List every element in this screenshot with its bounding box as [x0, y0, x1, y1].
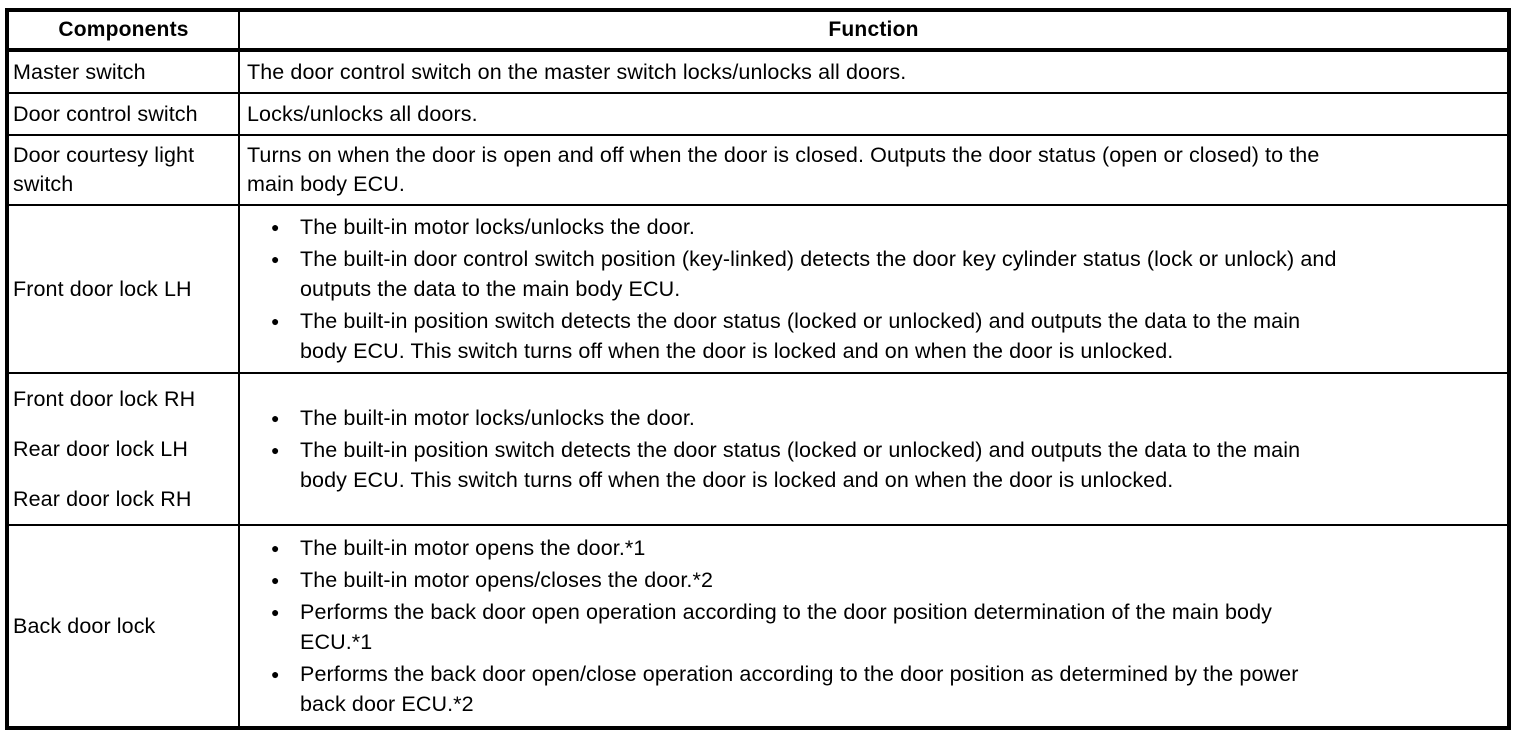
table-row-door-courtesy-light-switch: Door courtesy light switch Turns on when…	[6, 134, 1510, 206]
bullet-icon: ●	[271, 604, 280, 620]
component-cell: Master switch	[6, 49, 240, 94]
function-text-line: main body ECU.	[247, 172, 405, 196]
function-text-line: The built-in position switch detects the…	[300, 438, 1301, 462]
component-cell: Door courtesy light switch	[6, 134, 240, 206]
component-label: switch	[13, 172, 74, 196]
function-text-line: ECU.*1	[300, 630, 373, 654]
list-item: ● Performs the back door open operation …	[247, 597, 1499, 657]
list-item: ● The built-in motor locks/unlocks the d…	[247, 212, 1499, 242]
table-row-master-switch: Master switch The door control switch on…	[6, 49, 1510, 94]
component-label: Door courtesy light	[13, 143, 195, 167]
function-text-line: The built-in door control switch positio…	[300, 247, 1337, 271]
bullet-icon: ●	[271, 442, 280, 458]
component-label-stack: Front door lock RH Rear door lock LH Rea…	[13, 375, 234, 523]
function-text-line: back door ECU.*2	[300, 692, 474, 716]
list-item: ● The built-in door control switch posit…	[247, 244, 1499, 304]
table-row-back-door-lock: Back door lock ● The built-in motor open…	[6, 524, 1510, 729]
component-label: Door control switch	[13, 101, 198, 126]
list-item: ● Performs the back door open/close oper…	[247, 659, 1499, 719]
list-item: ● The built-in position switch detects t…	[247, 435, 1499, 495]
bullet-icon: ●	[271, 219, 280, 235]
list-item: ● The built-in motor opens the door.*1	[247, 533, 1499, 563]
function-text-line: The built-in motor opens the door.*1	[300, 536, 646, 560]
function-text-line: The built-in motor opens/closes the door…	[300, 568, 714, 592]
bullet-icon: ●	[271, 251, 280, 267]
component-label: Front door lock RH	[13, 387, 196, 411]
table-row-front-door-lock-lh: Front door lock LH ● The built-in motor …	[6, 204, 1510, 374]
list-item: ● The built-in motor locks/unlocks the d…	[247, 403, 1499, 433]
function-text-line: The built-in position switch detects the…	[300, 309, 1301, 333]
function-text-line: The door control switch on the master sw…	[247, 59, 907, 84]
function-cell: ● The built-in motor opens the door.*1 ●…	[238, 524, 1510, 729]
function-cell: The door control switch on the master sw…	[238, 49, 1510, 94]
function-text-line: outputs the data to the main body ECU.	[300, 277, 681, 301]
component-label: Rear door lock LH	[13, 437, 188, 461]
function-cell: Turns on when the door is open and off w…	[238, 134, 1510, 206]
function-text-line: body ECU. This switch turns off when the…	[300, 468, 1174, 492]
component-cell: Front door lock LH	[6, 204, 240, 374]
table-row-front-rh-rear-lh-rear-rh: Front door lock RH Rear door lock LH Rea…	[6, 372, 1510, 526]
function-text-line: Locks/unlocks all doors.	[247, 101, 478, 126]
component-label: Back door lock	[13, 613, 156, 638]
bullet-icon: ●	[271, 666, 280, 682]
list-item: ● The built-in position switch detects t…	[247, 306, 1499, 366]
components-header: Components	[6, 9, 240, 52]
bullet-icon: ●	[271, 540, 280, 556]
components-function-table: Components Function Master switch The do…	[5, 8, 1511, 730]
function-bullet-list: ● The built-in motor locks/unlocks the d…	[247, 403, 1499, 495]
function-cell: ● The built-in motor locks/unlocks the d…	[238, 372, 1510, 526]
bullet-icon: ●	[271, 572, 280, 588]
function-text-line: Turns on when the door is open and off w…	[247, 143, 1320, 167]
component-cell: Back door lock	[6, 524, 240, 729]
bullet-icon: ●	[271, 313, 280, 329]
function-header: Function	[238, 9, 1510, 52]
function-bullet-list: ● The built-in motor locks/unlocks the d…	[247, 212, 1499, 366]
function-cell: ● The built-in motor locks/unlocks the d…	[238, 204, 1510, 374]
table-row-door-control-switch: Door control switch Locks/unlocks all do…	[6, 92, 1510, 136]
function-text-line: body ECU. This switch turns off when the…	[300, 339, 1174, 363]
function-text-line: The built-in motor locks/unlocks the doo…	[300, 406, 695, 430]
header-row: Components Function	[6, 9, 1510, 52]
function-cell: Locks/unlocks all doors.	[238, 92, 1510, 136]
list-item: ● The built-in motor opens/closes the do…	[247, 565, 1499, 595]
component-label: Front door lock LH	[13, 276, 192, 301]
function-text-line: Performs the back door open/close operat…	[300, 662, 1299, 686]
function-text-line: Performs the back door open operation ac…	[300, 600, 1273, 624]
function-text-line: The built-in motor locks/unlocks the doo…	[300, 215, 695, 239]
component-cell: Front door lock RH Rear door lock LH Rea…	[6, 372, 240, 526]
bullet-icon: ●	[271, 410, 280, 426]
component-cell: Door control switch	[6, 92, 240, 136]
component-label: Master switch	[13, 59, 146, 84]
function-bullet-list: ● The built-in motor opens the door.*1 ●…	[247, 533, 1499, 719]
component-label: Rear door lock RH	[13, 487, 192, 511]
